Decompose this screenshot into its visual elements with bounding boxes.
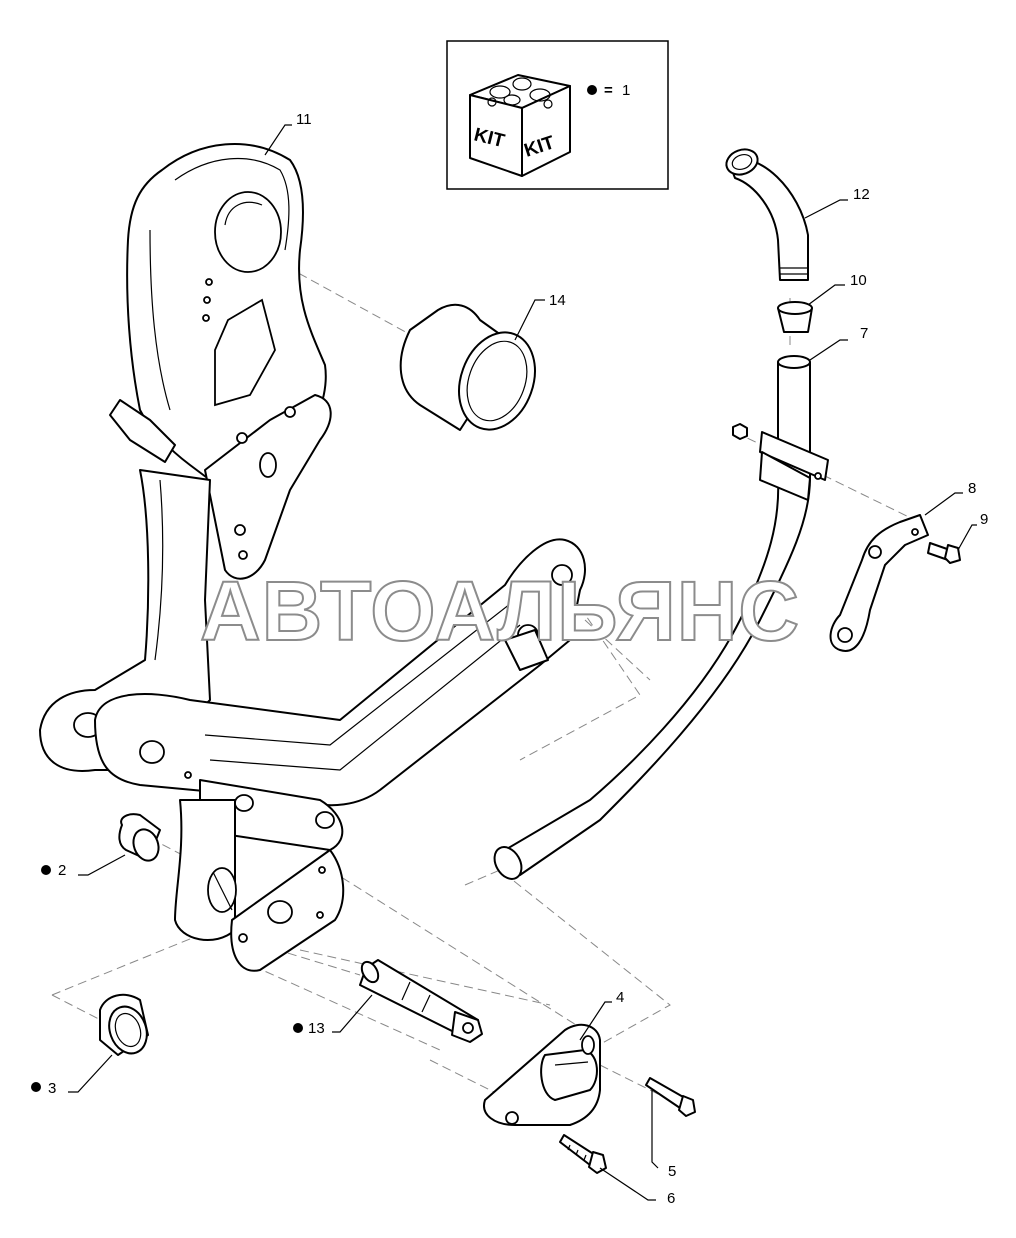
callouts: 11 14 12 10 7 8 9 2 3 13 4 5 [31,111,988,1207]
callout-6: 6 [667,1190,675,1207]
part-11-bracket [39,143,586,972]
part-3-bushing [99,993,149,1056]
callout-14: 14 [549,292,566,309]
part-12-elbow [725,148,809,281]
part-13-pin [359,959,483,1043]
kit-legend-equals: = [604,82,613,99]
callout-8: 8 [968,480,976,497]
part-10-grommet [777,301,813,333]
callout-13: 13 [308,1020,325,1037]
kit-dot-13-icon [293,1023,303,1033]
part-2-bushing [118,813,161,862]
kit-box-icon: KIT KIT [469,74,571,177]
callout-11: 11 [296,111,312,128]
callout-10: 10 [850,272,867,289]
callout-5: 5 [668,1163,676,1180]
kit-dot-2-icon [41,865,51,875]
part-14-bushing [399,303,536,431]
part-4-cap [483,1023,601,1126]
kit-dot-3-icon [31,1082,41,1092]
callout-7: 7 [860,325,868,342]
part-6-bolt [559,1134,607,1174]
callout-9: 9 [980,511,988,528]
callout-12: 12 [853,186,870,203]
kit-dot-icon [587,85,597,95]
part-7-tube [493,355,829,880]
callout-4: 4 [616,989,624,1006]
watermark-text: АВТОАЛЬЯНС [200,564,800,658]
kit-legend: KIT KIT = 1 [446,40,669,190]
part-9-bolt [927,542,961,564]
kit-legend-value: 1 [622,82,630,99]
part-5-bolt [645,1077,696,1117]
callout-2: 2 [58,862,66,879]
callout-3: 3 [48,1080,56,1097]
part-8-support [829,514,929,652]
